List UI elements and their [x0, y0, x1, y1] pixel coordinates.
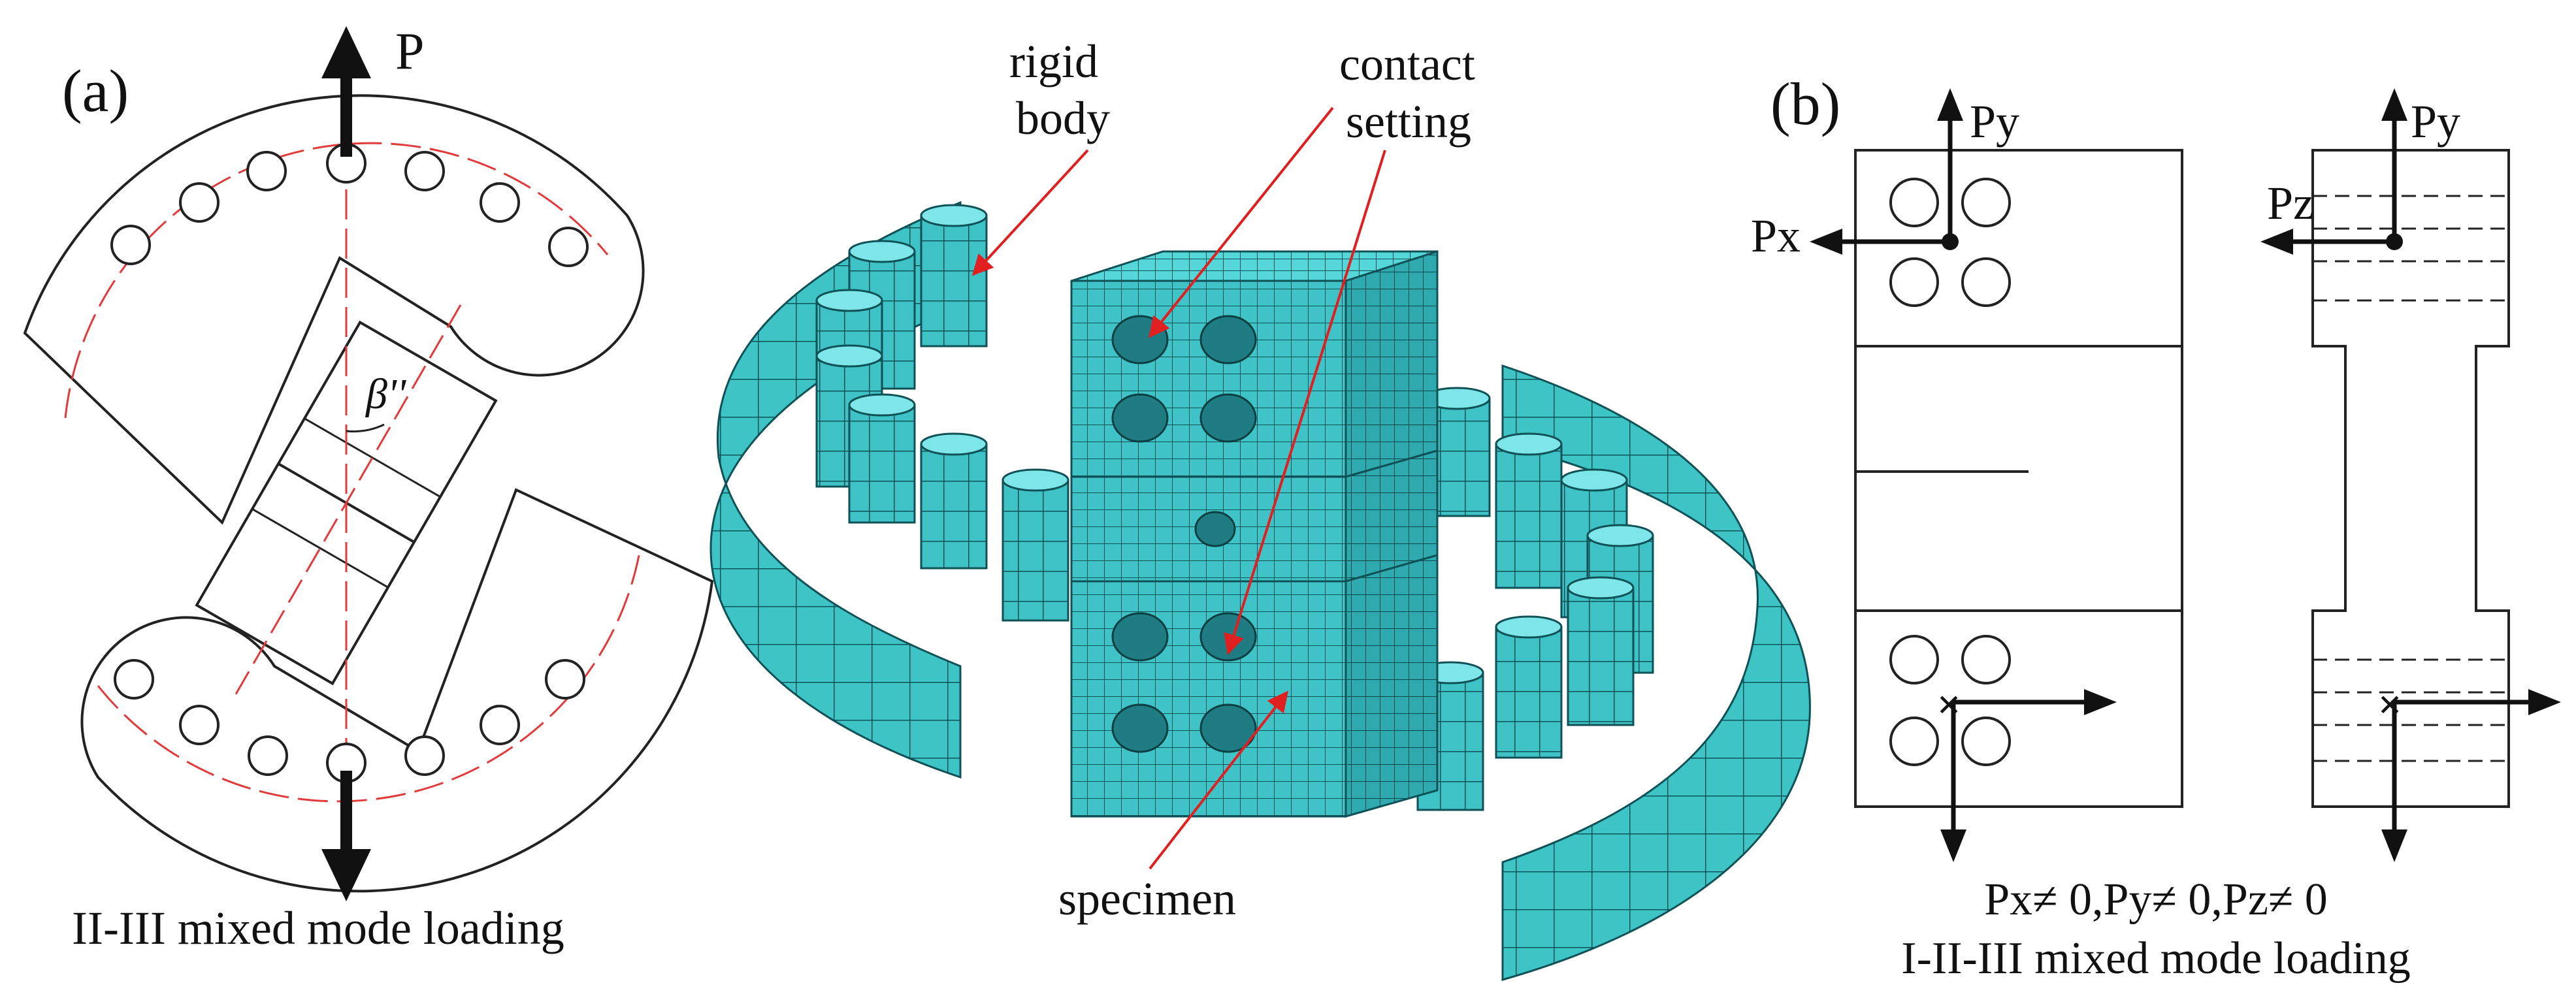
rigid-body-label-1: rigid — [1009, 35, 1098, 88]
pointer-arrows — [971, 106, 1386, 870]
right-rigid-plate — [1501, 364, 1811, 981]
load-condition: Px≠ 0,Py≠ 0,Pz≠ 0 — [1984, 875, 2328, 925]
hole — [1961, 257, 2011, 307]
hole — [110, 225, 151, 265]
side-reaction-y-arrowhead — [2381, 829, 2407, 862]
hole — [246, 151, 287, 191]
load-point-side — [2386, 233, 2403, 250]
arrow-contact-upper — [1149, 106, 1334, 338]
pin — [1495, 615, 1563, 759]
reaction-x-arrowhead — [2084, 689, 2117, 715]
hole — [179, 705, 220, 745]
mesh-hole — [1199, 315, 1257, 364]
px-arrowhead — [1810, 229, 1842, 255]
force-label-p: P — [395, 23, 425, 80]
hole — [404, 151, 445, 191]
upper-bolt-circle — [64, 142, 609, 419]
force-arrow-up — [321, 26, 371, 157]
mesh-hole — [1111, 393, 1169, 443]
rigid-body-label-2: body — [1016, 92, 1110, 144]
support-point-x: × — [1937, 681, 1961, 728]
pin — [920, 204, 988, 347]
mesh-hole — [1199, 612, 1257, 662]
plate-specimen: × — [1810, 88, 2183, 862]
lower-fixture-outline — [80, 488, 714, 893]
reaction-y-arrowhead — [1940, 829, 1966, 862]
mesh-hole — [1111, 703, 1169, 753]
hole — [1889, 716, 1939, 766]
specimen-label: specimen — [1058, 873, 1236, 925]
angle-arc — [346, 423, 385, 433]
bolt-dashes — [2313, 195, 2509, 762]
hole — [548, 227, 589, 267]
hole — [480, 705, 520, 745]
hole — [1961, 178, 2011, 227]
side-specimen: × — [2260, 88, 2561, 862]
side-support-point-x: × — [2378, 681, 2402, 728]
py-arrowhead-right — [2381, 88, 2407, 121]
mesh-hole — [1199, 703, 1257, 753]
left-rigid-plate — [709, 201, 962, 779]
hole — [480, 182, 520, 223]
hole — [179, 182, 220, 223]
hole — [1889, 257, 1939, 307]
mesh-lower-block — [1070, 554, 1439, 818]
fe-model: rigid body contact setting specimen — [709, 35, 1811, 981]
pz-arrowhead — [2260, 229, 2293, 255]
panel-a: (a) — [23, 23, 714, 954]
hole — [248, 735, 288, 776]
upper-holes — [110, 143, 589, 267]
hole — [1889, 178, 1939, 227]
hole — [1889, 635, 1939, 684]
panel-a-label: (a) — [62, 57, 129, 124]
pin — [848, 393, 916, 524]
panel-b: (b) × Py Px — [1751, 71, 2561, 984]
plate-holes — [1889, 178, 2011, 766]
mesh-hole — [1199, 393, 1257, 443]
left-pins — [815, 204, 1069, 622]
panel-a-caption: II-III mixed mode loading — [72, 902, 564, 954]
arrow-rigid-body — [971, 149, 1089, 276]
py-arrowhead-left — [1937, 88, 1963, 121]
mesh-hole — [1111, 612, 1169, 662]
upper-fixture-outline — [23, 94, 645, 525]
contact-label-2: setting — [1346, 95, 1471, 148]
lower-holes — [114, 659, 585, 783]
px-label: Px — [1751, 210, 1801, 262]
pz-label: Pz — [2267, 177, 2314, 229]
load-point-upper — [1942, 233, 1959, 250]
arrow-contact-lower — [1224, 150, 1386, 656]
pin — [1002, 468, 1069, 622]
hole — [545, 659, 585, 700]
hole — [1961, 716, 2011, 766]
contact-label-1: contact — [1339, 38, 1475, 90]
hole — [404, 735, 445, 776]
py-label-left: Py — [1970, 95, 2019, 148]
py-label-right: Py — [2411, 95, 2460, 148]
arrow-specimen — [1149, 690, 1288, 870]
hole — [1961, 635, 2011, 684]
lower-bolt-circle — [97, 548, 642, 803]
hole — [114, 659, 154, 700]
crack-zone — [1194, 511, 1236, 547]
mesh-upper-block — [1070, 250, 1439, 478]
force-arrow-down — [321, 771, 371, 901]
panel-b-label: (b) — [1770, 71, 1840, 137]
pin — [920, 432, 988, 570]
angle-label: β'' — [365, 370, 407, 418]
mesh-middle-block — [1070, 449, 1439, 583]
panel-b-caption: I-II-III mixed mode loading — [1901, 933, 2410, 984]
side-reaction-x-arrowhead — [2528, 689, 2561, 715]
pin — [1567, 576, 1635, 726]
pin — [1495, 432, 1563, 589]
